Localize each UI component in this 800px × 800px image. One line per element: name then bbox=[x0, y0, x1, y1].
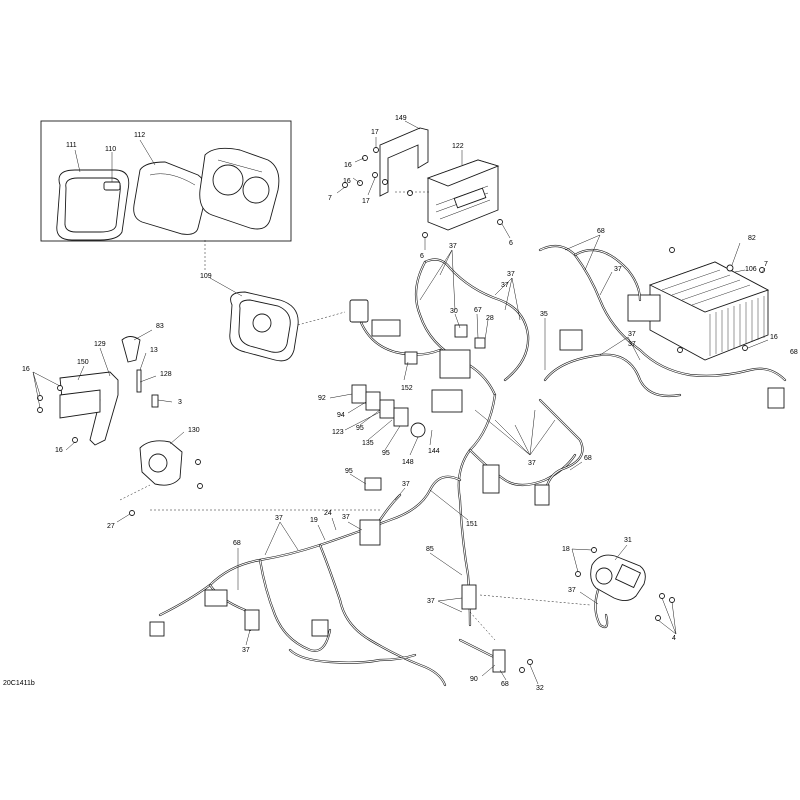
leader-111 bbox=[74, 149, 81, 173]
callout-144: 144 bbox=[428, 448, 440, 455]
callout-16-left-bottom: 16 bbox=[55, 447, 63, 454]
callout-37-switch: 37 bbox=[402, 481, 410, 488]
callout-37-lower-left: 37 bbox=[275, 515, 283, 522]
switch-shaft bbox=[136, 369, 142, 393]
callout-37-right-mid: 37 bbox=[628, 331, 636, 338]
callout-16-left-top: 16 bbox=[22, 366, 30, 373]
callout-17-bottom: 17 bbox=[362, 198, 370, 205]
callout-135: 135 bbox=[362, 440, 374, 447]
lower-center-group: 85 37 90 68 32 bbox=[426, 546, 591, 692]
callout-68-sensor: 68 bbox=[501, 681, 509, 688]
callout-149: 149 bbox=[395, 115, 407, 122]
callout-85: 85 bbox=[426, 546, 434, 553]
callout-6-left: 6 bbox=[420, 253, 424, 260]
callout-151: 151 bbox=[466, 521, 478, 528]
callout-19: 19 bbox=[310, 517, 318, 524]
callout-16-mid: 16 bbox=[343, 178, 351, 185]
callout-7-left: 7 bbox=[328, 195, 332, 202]
callout-30: 30 bbox=[450, 308, 458, 315]
cluster-lens bbox=[133, 161, 207, 235]
callout-94: 94 bbox=[337, 412, 345, 419]
callout-16-top: 16 bbox=[344, 162, 352, 169]
callout-68-lower-left: 68 bbox=[233, 540, 241, 547]
center-callouts: 37 37 37 68 37 30 67 28 35 37 37 68 152 … bbox=[318, 228, 798, 528]
callout-28: 28 bbox=[486, 315, 494, 322]
leader-112 bbox=[139, 139, 156, 166]
callout-112: 112 bbox=[134, 132, 145, 139]
fuse-box-group: 82 7 106 16 bbox=[627, 235, 778, 361]
callout-90: 90 bbox=[470, 676, 478, 683]
callout-37-lower-mid: 37 bbox=[342, 514, 350, 521]
callout-7-right: 7 bbox=[764, 261, 768, 268]
callout-92: 92 bbox=[318, 395, 326, 402]
callout-128: 128 bbox=[160, 371, 172, 378]
callout-68-center: 68 bbox=[584, 455, 592, 462]
callout-37-harness-top: 37 bbox=[449, 243, 457, 250]
harness-connectors bbox=[149, 299, 785, 673]
callout-18: 18 bbox=[562, 546, 570, 553]
callout-106: 106 bbox=[745, 266, 757, 273]
callout-95-lower: 95 bbox=[382, 450, 390, 457]
fuse-box-connector bbox=[627, 294, 661, 322]
callout-67: 67 bbox=[474, 307, 482, 314]
callout-27: 27 bbox=[107, 523, 115, 530]
callout-35: 35 bbox=[540, 311, 548, 318]
electronic-module bbox=[426, 159, 500, 231]
callout-37-actuator: 37 bbox=[568, 587, 576, 594]
cluster-detail-frame bbox=[40, 120, 292, 242]
callout-17-top: 17 bbox=[371, 129, 379, 136]
switch-bracket-group: 83 13 129 150 16 128 3 130 16 27 bbox=[22, 323, 380, 530]
callout-68-top: 68 bbox=[597, 228, 605, 235]
callout-82: 82 bbox=[748, 235, 756, 242]
actuator-group: 18 31 37 4 bbox=[562, 537, 677, 642]
cluster-bezel bbox=[56, 169, 130, 241]
bracket-plate bbox=[59, 389, 101, 419]
callout-83: 83 bbox=[156, 323, 164, 330]
fuse-box-top bbox=[648, 261, 770, 313]
callout-31: 31 bbox=[624, 537, 632, 544]
callout-110: 110 bbox=[105, 146, 116, 153]
callout-68-right: 68 bbox=[790, 349, 798, 356]
callout-37-right-top: 37 bbox=[614, 266, 622, 273]
diagram-reference-code: 20C1411b bbox=[3, 680, 35, 687]
callout-32: 32 bbox=[536, 685, 544, 692]
cluster-housing bbox=[199, 147, 280, 230]
callout-16-right: 16 bbox=[770, 334, 778, 341]
lower-left-callouts: 37 19 24 37 68 37 bbox=[233, 510, 363, 654]
callout-130: 130 bbox=[188, 427, 200, 434]
fuse-box-fins bbox=[661, 269, 765, 356]
callout-111: 111 bbox=[66, 142, 77, 149]
callout-123: 123 bbox=[332, 429, 344, 436]
callout-148: 148 bbox=[402, 459, 414, 466]
instrument-cluster-group: 111 110 112 bbox=[40, 120, 292, 242]
callout-109: 109 bbox=[200, 273, 212, 280]
key-switch bbox=[121, 336, 141, 363]
callout-37-center: 37 bbox=[528, 460, 536, 467]
ecm-module-group: 149 122 17 16 16 7 17 6 6 bbox=[328, 115, 513, 260]
callout-150: 150 bbox=[77, 359, 89, 366]
callout-95-upper: 95 bbox=[356, 425, 364, 432]
module-bracket bbox=[379, 127, 429, 197]
callout-37-harness-mid: 37 bbox=[507, 271, 515, 278]
assembled-cluster: 109 bbox=[200, 240, 346, 362]
callout-24: 24 bbox=[324, 510, 332, 517]
callout-13: 13 bbox=[150, 347, 158, 354]
callout-129: 129 bbox=[94, 341, 106, 348]
callout-4: 4 bbox=[672, 635, 676, 642]
callout-95-switch: 95 bbox=[345, 468, 353, 475]
callout-37-right-low: 37 bbox=[628, 341, 636, 348]
callout-6-right: 6 bbox=[509, 240, 513, 247]
callout-122: 122 bbox=[452, 143, 464, 150]
callout-37-lower-bottom: 37 bbox=[242, 647, 250, 654]
callout-37-harness-center: 37 bbox=[501, 282, 509, 289]
callout-37-sensor: 37 bbox=[427, 598, 435, 605]
callout-152: 152 bbox=[401, 385, 413, 392]
callout-3: 3 bbox=[178, 399, 182, 406]
cluster-bulb bbox=[103, 152, 121, 191]
